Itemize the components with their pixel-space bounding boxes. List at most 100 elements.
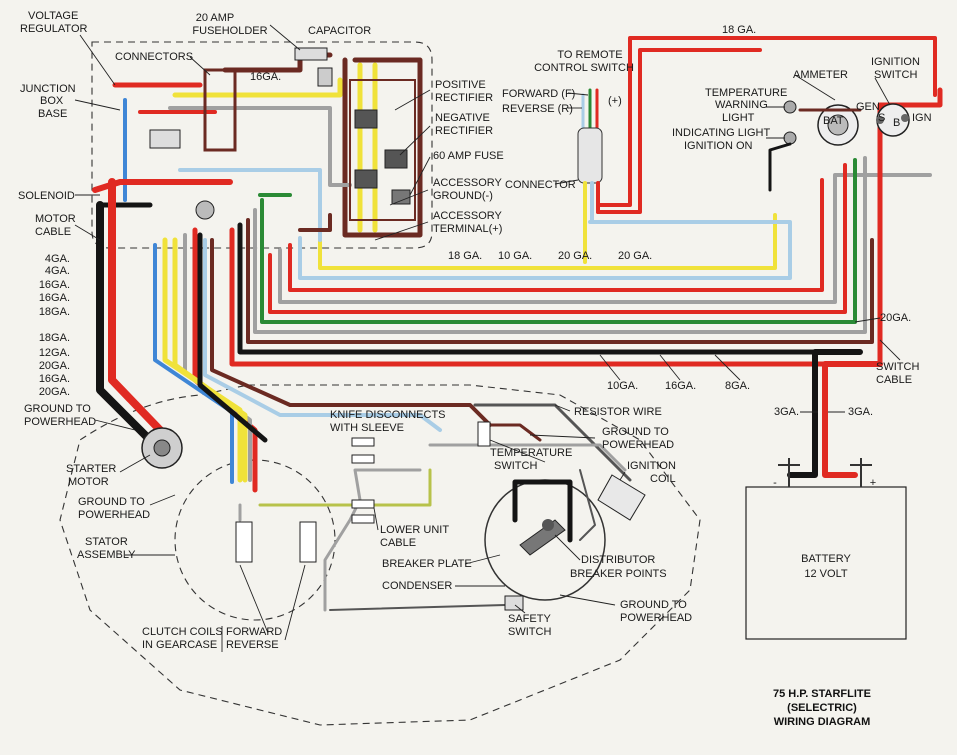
label-left-ga-5: 18GA. [39, 332, 70, 344]
label-ga-3b: 3GA. [848, 406, 873, 418]
label-ga-16b: 16GA. [665, 380, 696, 392]
label-junction-1: JUNCTION [20, 83, 76, 95]
label-stator-2: ASSEMBLY [77, 549, 136, 561]
label-ind-light-1: INDICATING LIGHT [672, 127, 770, 139]
label-60amp-fuse: 60 AMP FUSE [433, 150, 504, 162]
label-ign: IGN [912, 112, 932, 124]
label-voltage-regulator-2: REGULATOR [20, 23, 87, 35]
label-negative-rect-2: RECTIFIER [435, 125, 493, 137]
label-battery-1: BATTERY [801, 553, 851, 565]
label-left-ga-8: 16GA. [39, 373, 70, 385]
label-temp-switch-2: SWITCH [494, 460, 537, 472]
label-ga-10b: 10GA. [607, 380, 638, 392]
label-knife-2: WITH SLEEVE [330, 422, 404, 434]
label-forward-f: FORWARD (F) [502, 88, 575, 100]
label-solenoid: SOLENOID [18, 190, 75, 202]
label-ignition-switch-1: IGNITION [871, 56, 920, 68]
temperature-warning-light [783, 100, 797, 114]
starter-motor [141, 427, 183, 469]
label-junction-3: BASE [38, 108, 67, 120]
label-connectors: CONNECTORS [115, 51, 193, 63]
label-ground-ph-a2: POWERHEAD [24, 416, 96, 428]
label-breaker-points: BREAKER POINTS [570, 568, 667, 580]
label-ground-ph-c2: POWERHEAD [78, 509, 150, 521]
label-reverse: REVERSE [226, 639, 279, 651]
label-switch-cable-1: SWITCH [876, 361, 919, 373]
battery-terminal-pos [850, 458, 872, 487]
ignition-coil [597, 474, 646, 521]
remote-connector [577, 88, 603, 264]
label-left-ga-6: 12GA. [39, 347, 70, 359]
junction-box-outline [91, 41, 433, 249]
label-starter-2: MOTOR [68, 476, 109, 488]
label-s: S [878, 112, 885, 124]
label-ground-ph-c1: GROUND TO [78, 496, 145, 508]
wire-red-ammeter [596, 48, 762, 214]
label-lower-unit-2: CABLE [380, 537, 416, 549]
label-acc-ground-1: ACCESSORY [433, 177, 503, 189]
label-ga-3a: 3GA. [774, 406, 799, 418]
label-left-ga-2: 16GA. [39, 279, 70, 291]
label-18ga-top: 18 GA. [722, 24, 756, 36]
label-breaker-plate: BREAKER PLATE [382, 558, 472, 570]
label-negative-rect-1: NEGATIVE [435, 112, 490, 124]
junction-box-wiring [112, 52, 423, 242]
indicating-light [783, 131, 797, 145]
label-ga-20b: 20 GA. [618, 250, 652, 262]
label-connector: CONNECTOR [505, 179, 576, 191]
label-clutch-2: IN GEARCASE [142, 639, 217, 651]
label-left-ga-1: 4GA. [45, 265, 70, 277]
ignition-coil-wiring [428, 403, 646, 541]
label-temp-warn-2: WARNING [715, 99, 768, 111]
label-ammeter: AMMETER [793, 69, 848, 81]
wire-18ga-red [596, 36, 937, 207]
label-safety-1: SAFETY [508, 613, 551, 625]
label-16ga-small: 16GA. [250, 71, 281, 83]
label-left-ga-7: 20GA. [39, 360, 70, 372]
label-ign-coil-1: IGNITION [627, 460, 676, 472]
label-capacitor: CAPACITOR [308, 25, 371, 37]
label-ground-ph-a1: GROUND TO [24, 403, 91, 415]
fuseholder [294, 47, 328, 61]
label-reverse-r: REVERSE (R) [502, 103, 573, 115]
label-safety-2: SWITCH [508, 626, 551, 638]
label-starter-1: STARTER [66, 463, 116, 475]
ammeter [817, 104, 859, 146]
label-motor-cable-2: CABLE [35, 226, 71, 238]
label-20amp-1: 20 AMP [196, 12, 235, 24]
label-ground-ph-b1: GROUND TO [602, 426, 669, 438]
label-plus: (+) [608, 95, 622, 107]
label-left-ga-3: 16GA. [39, 292, 70, 304]
label-ind-light-2: IGNITION ON [684, 140, 753, 152]
title-line-2: (SELECTRIC) [787, 702, 857, 714]
label-condenser: CONDENSER [382, 580, 452, 592]
temperature-switch [477, 421, 491, 447]
label-positive-rect-1: POSITIVE [435, 79, 486, 91]
ignition-switch [876, 103, 910, 137]
powerhead-outline [59, 384, 701, 726]
label-acc-term-1: ACCESSORY [433, 210, 503, 222]
label-ground-ph-b2: POWERHEAD [602, 439, 674, 451]
safety-switch [329, 595, 524, 611]
title-line-3: WIRING DIAGRAM [774, 716, 871, 728]
label-ga-18: 18 GA. [448, 250, 482, 262]
distributor [484, 479, 606, 601]
label-motor-cable-1: MOTOR [35, 213, 76, 225]
connectors-block [203, 68, 237, 152]
capacitor [317, 67, 333, 87]
clutch-coil-forward [235, 521, 253, 563]
label-temp-warn-3: LIGHT [722, 112, 755, 124]
label-junction-2: BOX [40, 95, 64, 107]
label-acc-term-2: TERMINAL(+) [433, 223, 502, 235]
clutch-coil-reverse [299, 521, 317, 563]
label-ignition-switch-2: SWITCH [874, 69, 917, 81]
label-temp-switch-1: TEMPERATURE [490, 447, 572, 459]
label-forward: FORWARD [226, 626, 282, 638]
voltage-regulator [149, 129, 181, 149]
lower-unit-wiring [238, 437, 432, 612]
label-positive-rect-2: RECTIFIER [435, 92, 493, 104]
label-switch-cable-2: CABLE [876, 374, 912, 386]
label-ign-coil-2: COIL [650, 473, 676, 485]
